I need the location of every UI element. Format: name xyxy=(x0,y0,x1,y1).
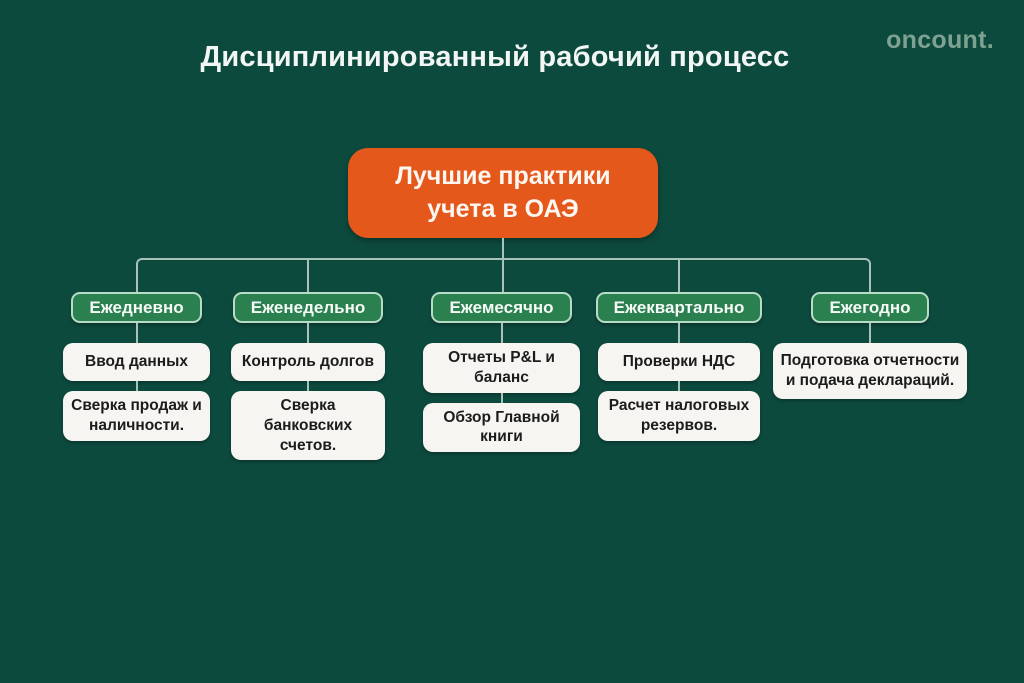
task-card: Сверка банковских счетов. xyxy=(231,391,385,461)
root-node-label-line2: учета в ОАЭ xyxy=(427,195,579,223)
task-card: Проверки НДС xyxy=(598,343,760,381)
branch-header-yearly: Ежегодно xyxy=(811,292,929,323)
connector-line xyxy=(500,323,503,343)
task-card: Отчеты P&L и баланс xyxy=(423,343,580,393)
connector-line xyxy=(135,381,138,391)
connector-branch-quarterly xyxy=(678,259,680,292)
branch-weekly: Еженедельно Контроль долгов Сверка банко… xyxy=(231,292,385,461)
connector-line xyxy=(678,323,680,343)
task-card: Контроль долгов xyxy=(231,343,385,381)
task-card: Ввод данных xyxy=(63,343,210,381)
connector-line xyxy=(500,392,503,403)
branch-header-weekly: Еженедельно xyxy=(232,292,384,323)
task-card: Расчет налоговых резервов. xyxy=(598,391,760,441)
task-card: Сверка продаж и наличности. xyxy=(63,391,210,441)
branch-daily: Ежедневно Ввод данных Сверка продаж и на… xyxy=(63,292,210,441)
task-card: Обзор Главной книги xyxy=(423,402,580,453)
connector-branch-weekly xyxy=(307,259,309,292)
branch-quarterly: Ежеквартально Проверки НДС Расчет налого… xyxy=(595,292,763,441)
task-card: Подготовка отчетности и подача деклараци… xyxy=(773,343,967,399)
page-title: Дисциплинированный рабочий процесс xyxy=(200,41,790,73)
root-node: Лучшие практики учета в ОАЭ xyxy=(348,148,658,238)
root-node-label-line1: Лучшие практики xyxy=(395,162,611,190)
oncount-logo: oncount. xyxy=(886,26,994,54)
connector-line xyxy=(135,323,138,343)
connector-line xyxy=(307,381,309,391)
branch-header-monthly: Ежемесячно xyxy=(431,292,572,323)
connector-line xyxy=(307,323,309,343)
branch-header-daily: Ежедневно xyxy=(71,292,202,323)
branch-yearly: Ежегодно Подготовка отчетности и подача … xyxy=(773,292,967,399)
connector-tree-frame xyxy=(136,258,871,292)
connector-root-stem xyxy=(502,238,504,292)
connector-line xyxy=(869,323,871,343)
branch-monthly: Ежемесячно Отчеты P&L и баланс Обзор Гла… xyxy=(423,292,580,453)
connector-line xyxy=(678,381,680,391)
branch-header-quarterly: Ежеквартально xyxy=(595,292,763,323)
